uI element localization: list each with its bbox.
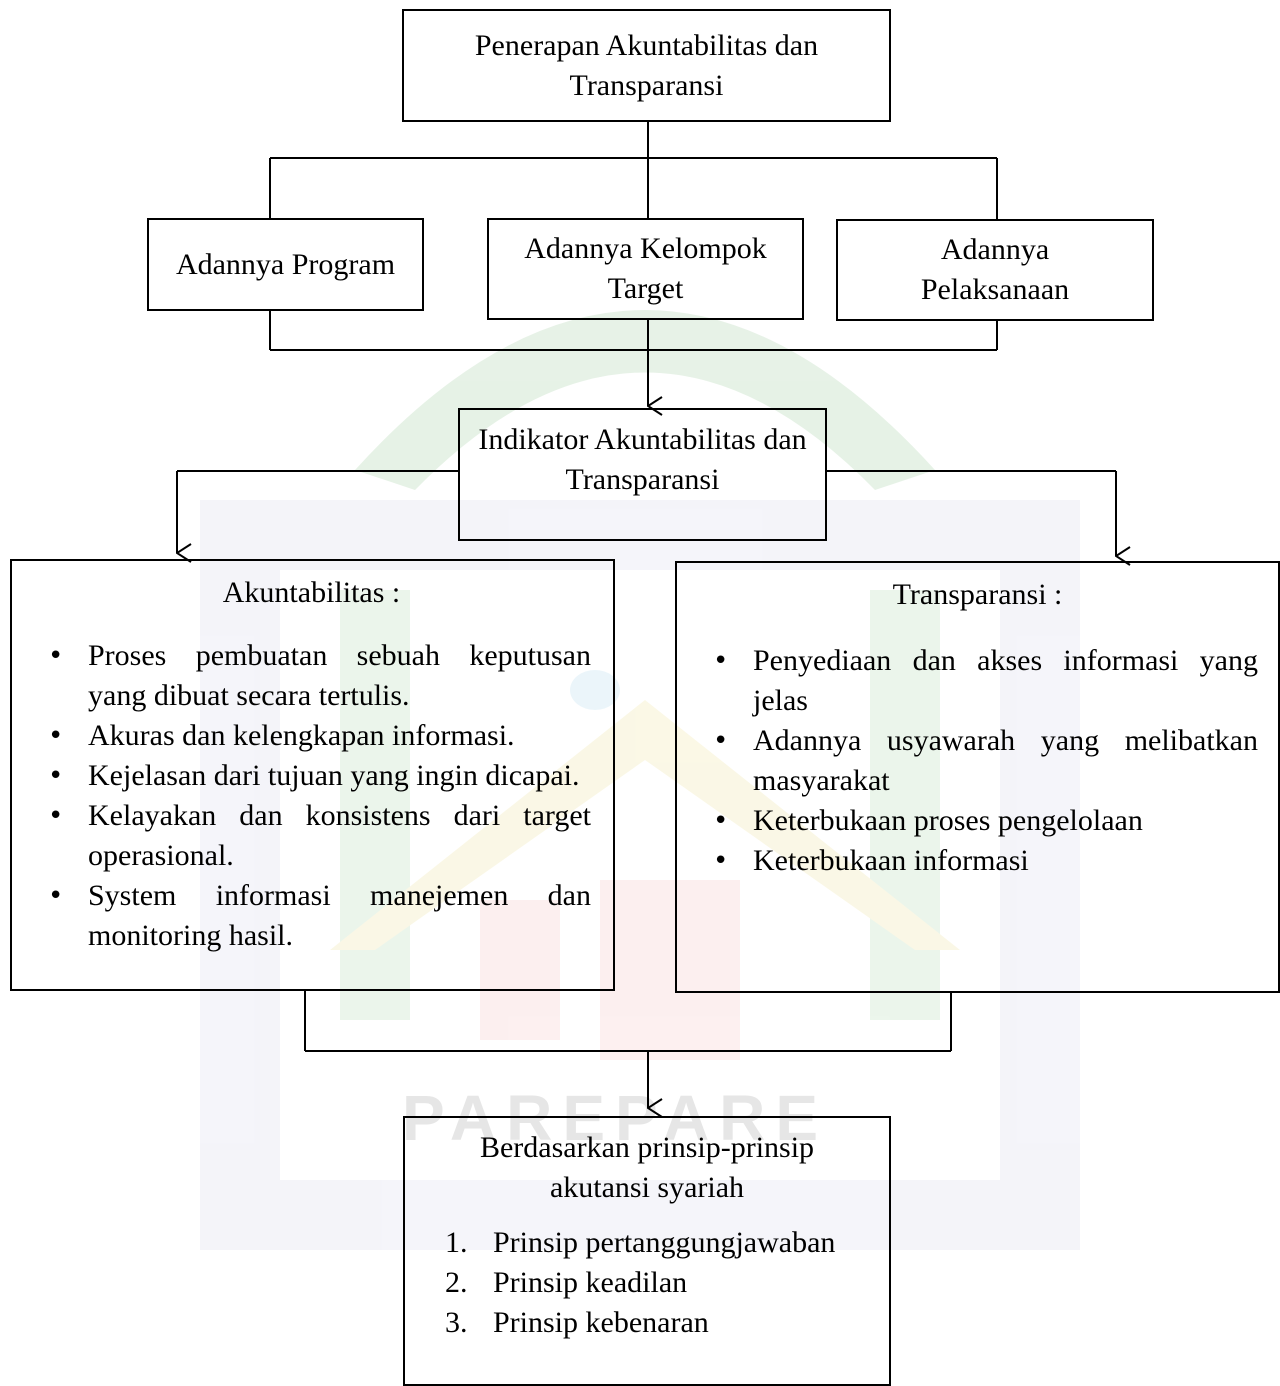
program-box-label: Adannya Program [175,247,396,281]
list-number: 1. [445,1226,468,1259]
target-group-box-label: Adannya Kelompok Target [524,232,767,305]
list-item: Keterbukaan proses pengelolaan [697,801,1258,841]
list-item: 1. Prinsip pertanggungjawaban [425,1223,869,1263]
list-item: Penyediaan dan akses informasi yang jela… [697,641,1258,721]
list-number: 2. [445,1266,468,1299]
list-item: Adannya usyawarah yang melibatkan masyar… [697,721,1258,801]
list-item: Akuras dan kelengkapan informasi. [32,716,591,756]
implementation-box-label: Adannya Pelaksanaan [920,233,1070,306]
transparency-box: Transparansi : Penyediaan dan akses info… [675,561,1280,993]
indicator-box: Indikator Akuntabilitas dan Transparansi [458,408,827,541]
transparency-heading: Transparansi : [892,578,1063,611]
list-item: 3. Prinsip kebenaran [425,1303,869,1343]
list-text: Prinsip pertanggungjawaban [493,1226,836,1259]
implementation-box: Adannya Pelaksanaan [836,219,1154,321]
list-text: Prinsip keadilan [493,1266,688,1299]
principles-list: 1. Prinsip pertanggungjawaban 2. Prinsip k… [425,1223,869,1343]
top-box: Penerapan Akuntabilitas dan Transparansi [402,9,891,122]
list-item: Proses pembuatan sebuah keputusan yang d… [32,636,591,716]
accountability-box: Akuntabilitas : Proses pembuatan sebuah … [10,559,615,991]
list-item: Kejelasan dari tujuan yang ingin dicapai… [32,756,591,796]
accountability-heading: Akuntabilitas : [222,576,401,609]
program-box: Adannya Program [147,218,424,311]
list-text: Prinsip kebenaran [493,1306,709,1339]
list-item: System informasi manejemen dan monitorin… [32,876,591,956]
watermark-text: PAREPARE [402,1082,828,1154]
target-group-box: Adannya Kelompok Target [487,218,804,320]
indicator-box-label: Indikator Akuntabilitas dan Transparansi [478,423,807,496]
list-item: Kelayakan dan konsistens dari target ope… [32,796,591,876]
list-number: 3. [445,1306,468,1339]
accountability-list: Proses pembuatan sebuah keputusan yang d… [32,636,591,956]
list-item: Keterbukaan informasi [697,841,1258,881]
top-box-label: Penerapan Akuntabilitas dan Transparansi [474,28,819,102]
transparency-list: Penyediaan dan akses informasi yang jela… [697,641,1258,881]
principles-heading: Berdasarkan prinsip-prinsip akutansi sya… [479,1131,815,1204]
list-item: 2. Prinsip keadilan [425,1263,869,1303]
principles-box: Berdasarkan prinsip-prinsip akutansi sya… [403,1116,891,1386]
